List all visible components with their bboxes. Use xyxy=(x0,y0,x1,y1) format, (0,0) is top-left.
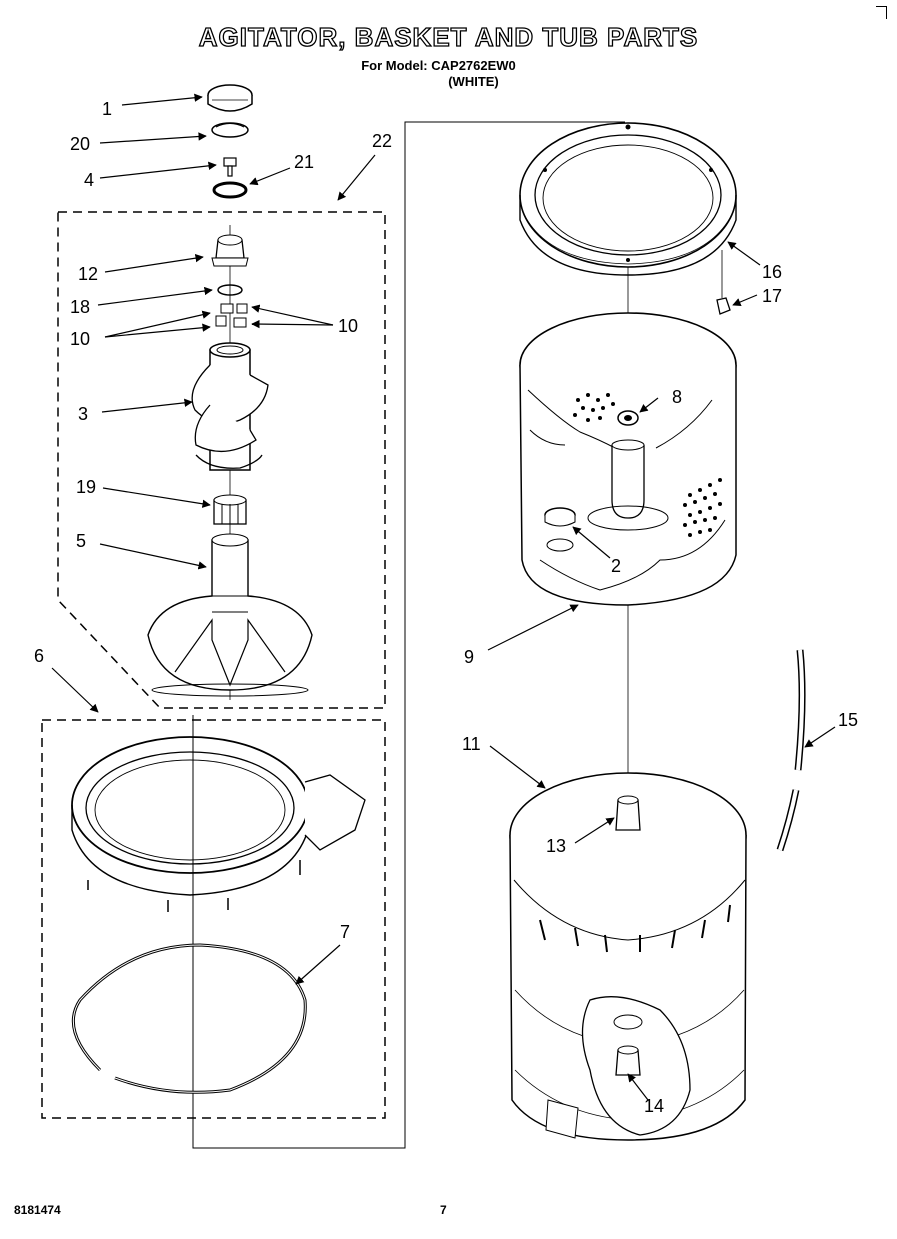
part-bolt xyxy=(223,157,237,177)
part-tub-seal xyxy=(615,795,641,831)
part-cap-insert xyxy=(211,122,249,138)
part-tub-ring xyxy=(71,736,366,912)
group-box-6 xyxy=(41,719,386,1119)
label-part-8: 8 xyxy=(672,387,682,407)
label-part-18: 18 xyxy=(70,297,90,317)
label-part-7: 7 xyxy=(340,922,350,942)
page-corner-mark xyxy=(876,6,887,19)
label-part-21: 21 xyxy=(294,152,314,172)
part-basket-nut xyxy=(617,410,639,426)
leader-lines xyxy=(51,93,836,1101)
part-drive-cam xyxy=(211,234,249,267)
label-part-19: 19 xyxy=(76,477,96,497)
label-part-1: 1 xyxy=(102,99,112,119)
label-part-4: 4 xyxy=(84,170,94,190)
label-part-10-right: 10 xyxy=(338,316,358,336)
part-tub-ring-seal xyxy=(71,943,307,1094)
part-drain-fitting xyxy=(615,1045,641,1076)
label-part-2: 2 xyxy=(611,556,621,576)
label-part-13: 13 xyxy=(546,836,566,856)
part-agitator-base xyxy=(147,533,313,697)
label-part-9: 9 xyxy=(464,647,474,667)
part-agitator-auger xyxy=(191,342,269,471)
page-title: AGITATOR, BASKET AND TUB PARTS xyxy=(198,21,699,52)
label-part-20: 20 xyxy=(70,134,90,154)
document-code: 8181474 xyxy=(14,1203,61,1217)
label-part-12: 12 xyxy=(78,264,98,284)
label-part-3: 3 xyxy=(78,404,88,424)
page-number: 7 xyxy=(440,1203,447,1217)
part-basket xyxy=(519,312,737,606)
connector-line xyxy=(192,121,625,1149)
part-balance-ring xyxy=(519,122,737,276)
model-number: For Model: CAP2762EW0 xyxy=(361,58,516,73)
label-part-11: 11 xyxy=(462,734,481,754)
part-tub-hose xyxy=(776,649,806,852)
label-part-5: 5 xyxy=(76,531,86,551)
basket-perforations xyxy=(573,393,722,537)
group-box-22 xyxy=(57,211,386,709)
part-bearing-ring xyxy=(213,494,247,525)
label-part-17: 17 xyxy=(762,286,782,306)
label-part-22: 22 xyxy=(372,131,392,151)
part-o-ring xyxy=(217,284,243,296)
part-dogs xyxy=(215,303,248,328)
part-washer xyxy=(212,181,248,199)
model-color: (WHITE) xyxy=(448,74,499,89)
part-balance-ring-clip xyxy=(716,297,731,315)
label-part-15: 15 xyxy=(838,710,858,730)
part-labels: 1 20 4 21 22 12 18 10 10 3 19 5 6 7 16 1… xyxy=(34,99,858,1116)
part-basket-plug xyxy=(544,507,576,552)
label-part-6: 6 xyxy=(34,646,44,666)
part-agitator-cap xyxy=(207,84,253,112)
label-part-16: 16 xyxy=(762,262,782,282)
label-part-14: 14 xyxy=(644,1096,664,1116)
label-part-10-left: 10 xyxy=(70,329,90,349)
